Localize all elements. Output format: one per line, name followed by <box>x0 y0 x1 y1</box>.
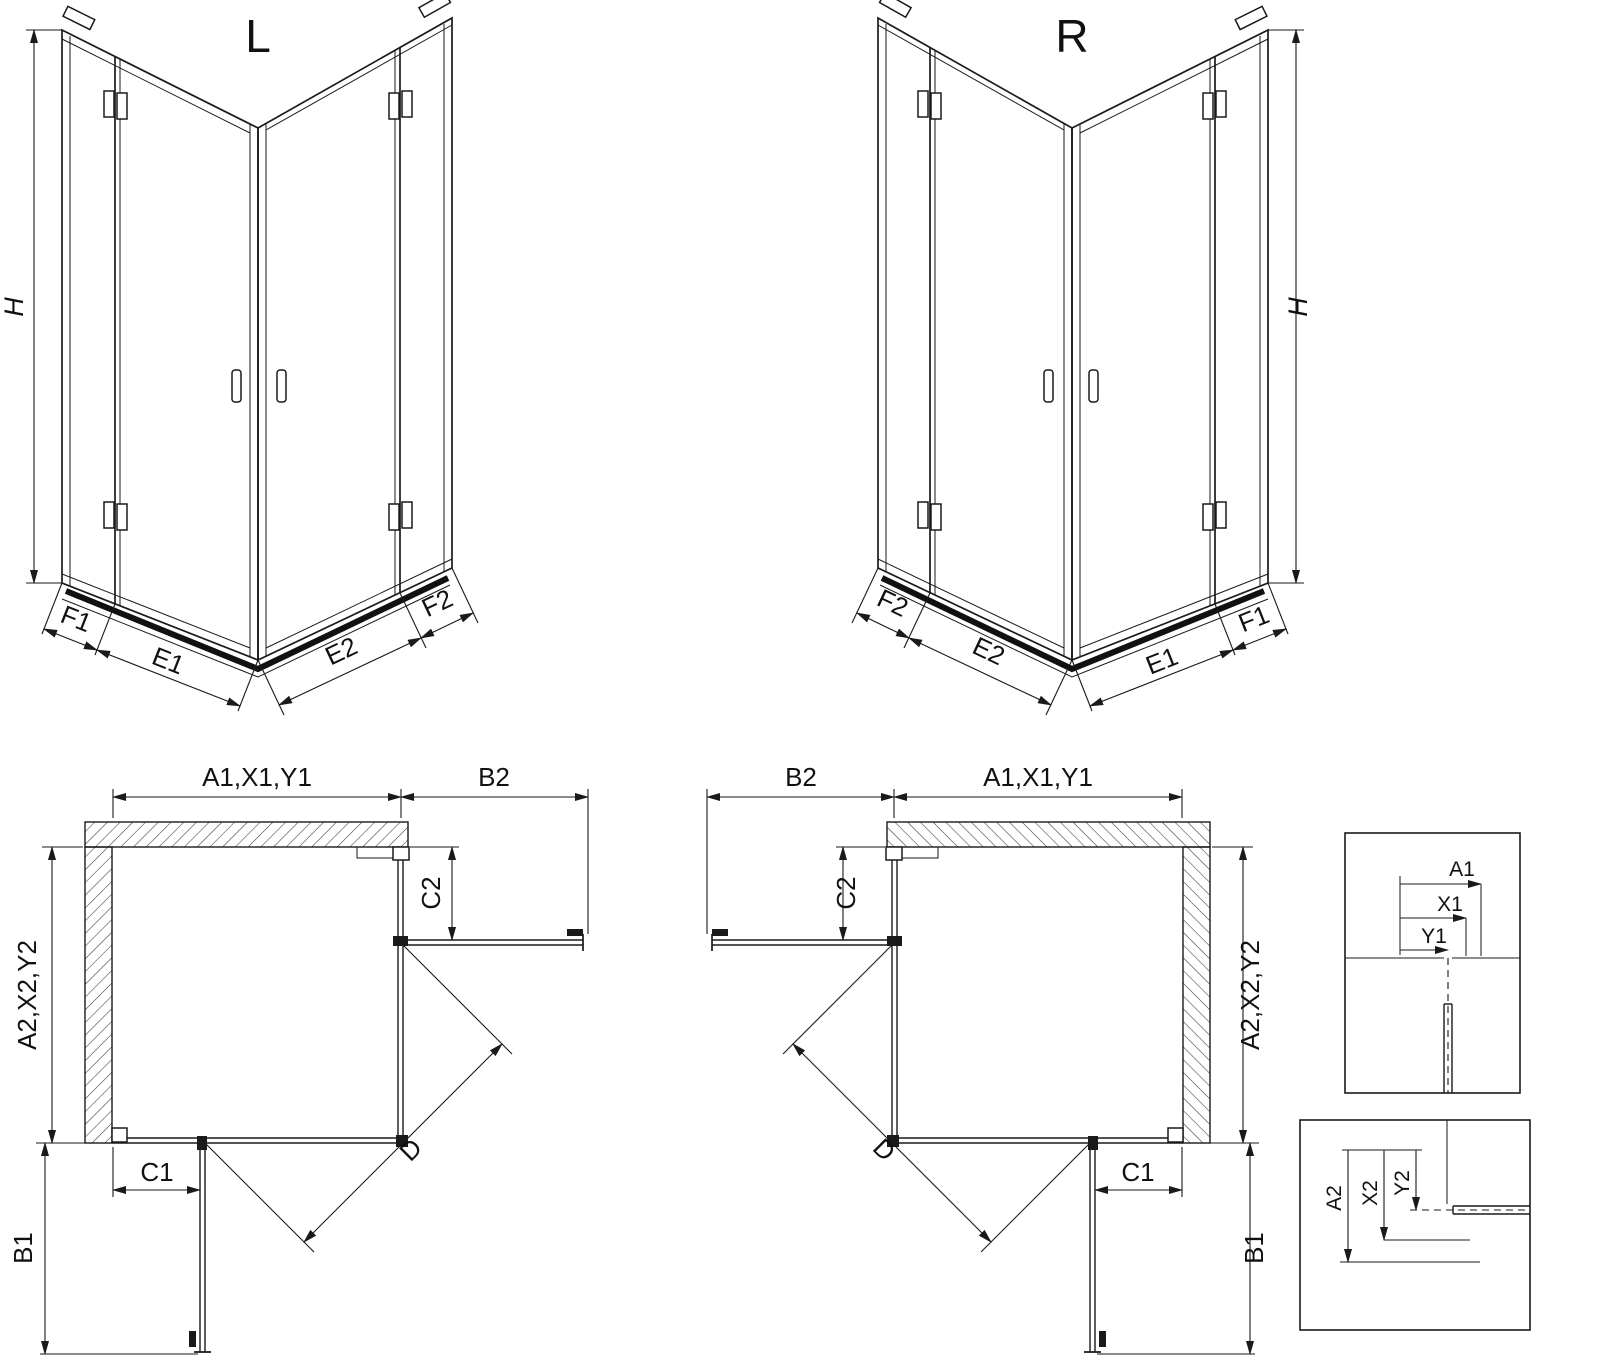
plan-left-c1-label: C1 <box>140 1157 173 1187</box>
plan-right-c2-label: C2 <box>831 876 861 909</box>
plan-left-b2-label: B2 <box>478 762 510 792</box>
detail-a2-label: A2 <box>1323 1185 1346 1211</box>
iso-right-height-label: H <box>1283 297 1313 317</box>
iso-left-height-label: H <box>0 297 29 317</box>
plan-right-c1-label: C1 <box>1121 1157 1154 1187</box>
detail-x2-label: X2 <box>1359 1180 1382 1206</box>
detail-x1-label: X1 <box>1437 893 1463 916</box>
iso-left-f1-label: F1 <box>57 599 96 638</box>
plan-view-right-geometry <box>707 789 1259 1354</box>
iso-right-f1-label: F1 <box>1234 599 1273 638</box>
plan-left-width-label: A1,X1,Y1 <box>202 762 312 792</box>
detail-view-vertical: A2 X2 Y2 <box>1299 1119 1531 1331</box>
plan-left-depth-label: A2,X2,Y2 <box>12 940 42 1050</box>
detail-y1-label: Y1 <box>1421 925 1447 948</box>
iso-view-left: L H F1 E1 E2 F2 <box>0 0 478 715</box>
detail-a1-label: A1 <box>1449 858 1475 881</box>
iso-view-right: R H F2 E2 E1 F1 <box>852 0 1313 715</box>
plan-left-b1-label: B1 <box>8 1232 38 1264</box>
iso-left-title: L <box>245 10 271 62</box>
plan-right-b1-label: B1 <box>1239 1232 1269 1264</box>
plan-right-width-label: A1,X1,Y1 <box>983 762 1093 792</box>
plan-view-right: B2 A1,X1,Y1 C2 A2,X2,Y2 C1 B1 D <box>707 762 1269 1354</box>
plan-right-depth-label: A2,X2,Y2 <box>1235 940 1265 1050</box>
iso-view-right-geometry <box>852 0 1304 715</box>
detail-view-horizontal: A1 X1 Y1 <box>1344 832 1521 1094</box>
plan-left-c2-label: C2 <box>416 876 446 909</box>
plan-right-b2-label: B2 <box>785 762 817 792</box>
plan-view-left: A1,X1,Y1 B2 A2,X2,Y2 C2 C1 B1 D <box>8 762 588 1354</box>
plan-view-left-geometry <box>36 789 588 1354</box>
detail-y2-label: Y2 <box>1391 1170 1414 1196</box>
iso-right-title: R <box>1055 10 1088 62</box>
iso-view-left-geometry <box>26 0 478 715</box>
